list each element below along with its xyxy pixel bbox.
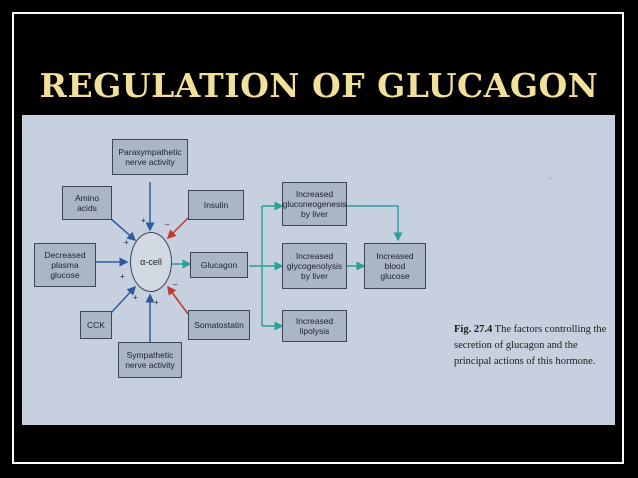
box-insulin: Insulin <box>188 190 244 220</box>
sign-plus-parasympathetic: + <box>141 216 146 225</box>
box-cck: CCK <box>80 311 112 339</box>
sign-plus-cck: + <box>133 293 138 302</box>
box-lipolysis: Increased lipolysis <box>282 310 347 342</box>
caption-fig-label: Fig. 27.4 <box>454 324 493 335</box>
box-sympathetic: Sympathetic nerve activity <box>118 342 182 378</box>
box-decreased-glucose: Decreased plasma glucose <box>34 243 96 287</box>
box-gluconeogenesis: Increased gluconeogenesis by liver <box>282 182 347 226</box>
sign-minus-insulin: – <box>165 220 170 229</box>
sign-plus-glucose: + <box>120 272 125 281</box>
arrow-somatostatin <box>167 285 189 315</box>
box-parasympathetic: Parasympathetic nerve activity <box>112 139 188 175</box>
box-amino-acids: Amino acids <box>62 186 112 220</box>
arrow-cck <box>109 285 137 315</box>
arrow-insulin <box>166 217 189 240</box>
sign-minus-somatostatin: – <box>173 280 178 289</box>
sign-plus-amino: + <box>124 238 129 247</box>
sign-plus-sympathetic: + <box>154 298 159 307</box>
box-glucagon: Glucagon <box>190 252 248 278</box>
arrow-gluconeogenesis-blood <box>347 205 403 242</box>
figure-caption: Fig. 27.4 The factors controlling the se… <box>454 322 612 370</box>
box-glycogenolysis: Increased glycogenolysis by liver <box>282 243 347 289</box>
arrow-amino <box>109 217 137 241</box>
stray-mark: · <box>549 174 552 183</box>
box-blood-glucose: Increased blood glucose <box>364 243 426 289</box>
slide-title: REGULATION OF GLUCAGON <box>39 66 599 105</box>
alpha-cell: α-cell <box>130 232 172 292</box>
caption-text: The factors controlling the secretion of… <box>454 324 607 367</box>
box-somatostatin: Somatostatin <box>188 310 250 340</box>
